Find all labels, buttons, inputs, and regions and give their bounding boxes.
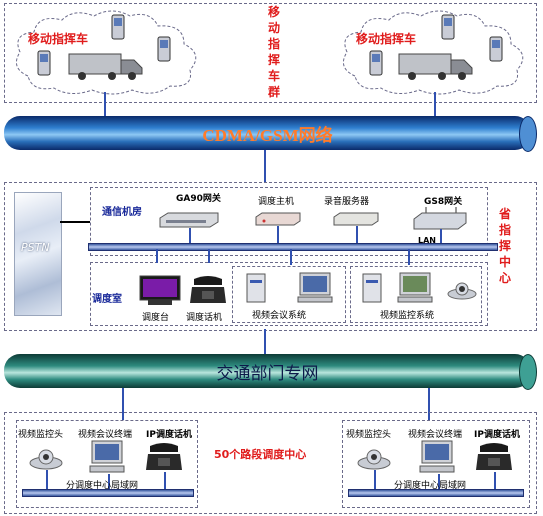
province-center-label: 省指挥中心 — [498, 207, 511, 285]
mobile-phone-icon — [369, 50, 383, 76]
branch-area-box — [4, 412, 537, 514]
right-vehicle-label: 移动指挥车 — [356, 32, 417, 46]
right-vehicle-cloud — [342, 10, 524, 95]
connector-line — [374, 470, 376, 490]
connector-line — [108, 474, 110, 490]
pstn-label: PSTN — [21, 241, 50, 254]
connector-line — [428, 388, 430, 420]
connector-line — [434, 92, 436, 116]
truck-icon — [68, 53, 143, 80]
vehicle-group-label: 移动指挥车群 — [267, 5, 280, 99]
center-count-label: 50个路段调度中心 — [214, 448, 307, 461]
connector-line — [277, 226, 279, 243]
mobile-phone-icon — [37, 50, 51, 76]
mobile-phone-icon — [157, 36, 171, 62]
gs8-gateway-icon — [413, 207, 467, 230]
conf-terminal-icon — [419, 440, 455, 473]
right-branch-box — [342, 420, 530, 508]
truck-icon — [398, 53, 473, 80]
video-monitor-system-label: 视频监控系统 — [380, 311, 435, 321]
province-center-box — [4, 182, 537, 331]
transport-private-network-pipe: 交通部门专网 — [4, 354, 531, 388]
conf-terminal-icon — [89, 440, 125, 473]
right-camera-label: 视频监控头 — [346, 430, 392, 440]
connector-line — [156, 249, 158, 263]
connector-line — [264, 150, 266, 183]
transport-network-label: 交通部门专网 — [216, 363, 319, 384]
connector-line — [438, 474, 440, 490]
comm-room-label: 通信机房 — [102, 207, 142, 218]
video-monitor-box — [350, 266, 482, 323]
vehicle-group-box — [4, 3, 537, 103]
server-tower-icon — [362, 273, 382, 303]
recording-server-icon — [333, 212, 379, 226]
server-tower-icon — [246, 273, 266, 303]
pstn-cloud: PSTN — [14, 192, 62, 316]
connector-line — [164, 472, 166, 490]
left-conf-terminal-label: 视频会议终端 — [78, 430, 133, 440]
connector-line — [189, 228, 191, 243]
connector-line — [440, 229, 442, 243]
comm-room-box — [90, 187, 488, 256]
dispatch-console-label: 调度台 — [142, 313, 170, 323]
right-ip-phone-label: IP调度话机 — [474, 430, 520, 440]
left-ip-phone-label: IP调度话机 — [146, 430, 192, 440]
camera-icon — [29, 449, 63, 470]
mobile-phone-icon — [441, 14, 455, 40]
lan-label: LAN — [418, 236, 436, 245]
gs8-label: GS8网关 — [424, 197, 463, 207]
conference-camera-icon — [447, 282, 477, 300]
recording-server-label: 录音服务器 — [324, 197, 370, 207]
dispatch-phone-label: 调度话机 — [186, 313, 223, 323]
connector-line — [290, 249, 292, 265]
connector-line — [46, 470, 48, 490]
ga90-label: GA90网关 — [176, 194, 221, 204]
connector-line — [60, 221, 90, 223]
connector-line — [494, 472, 496, 490]
pipe-end-cap — [519, 354, 537, 390]
center-lan-bar — [88, 243, 498, 251]
mobile-phone-icon — [111, 14, 125, 40]
dispatch-host-icon — [255, 212, 301, 226]
video-conf-box — [232, 266, 346, 323]
monitor-computer-icon — [397, 272, 433, 303]
left-branch-lan-bar — [22, 489, 194, 497]
pipe-end-cap — [519, 116, 537, 152]
dispatch-room-box — [90, 262, 488, 326]
ip-phone-icon — [146, 443, 182, 470]
right-branch-lan-label: 分调度中心局域网 — [394, 481, 467, 491]
connector-line — [356, 226, 358, 243]
dispatch-console-icon — [139, 275, 181, 305]
ip-phone-icon — [476, 443, 512, 470]
dispatch-room-label: 调度室 — [92, 294, 122, 305]
camera-icon — [357, 449, 391, 470]
left-vehicle-cloud — [15, 10, 197, 95]
connector-line — [104, 92, 106, 116]
connector-line — [208, 249, 210, 263]
video-conf-system-label: 视频会议系统 — [252, 311, 307, 321]
cdma-gsm-network-pipe: CDMA/GSM网络 — [4, 116, 531, 150]
right-conf-terminal-label: 视频会议终端 — [408, 430, 463, 440]
dispatch-host-label: 调度主机 — [258, 197, 295, 207]
left-branch-lan-label: 分调度中心局域网 — [66, 481, 139, 491]
connector-line — [408, 249, 410, 265]
dispatch-phone-icon — [190, 276, 226, 303]
mobile-phone-icon — [489, 36, 503, 62]
left-vehicle-label: 移动指挥车 — [28, 32, 89, 46]
connector-line — [122, 388, 124, 420]
left-camera-label: 视频监控头 — [18, 430, 64, 440]
video-conf-computer-icon — [297, 272, 333, 303]
connector-line — [264, 329, 266, 354]
ga90-gateway-icon — [159, 212, 219, 228]
right-branch-lan-bar — [348, 489, 524, 497]
cdma-gsm-network-label: CDMA/GSM网络 — [202, 125, 333, 145]
left-branch-box — [16, 420, 198, 508]
